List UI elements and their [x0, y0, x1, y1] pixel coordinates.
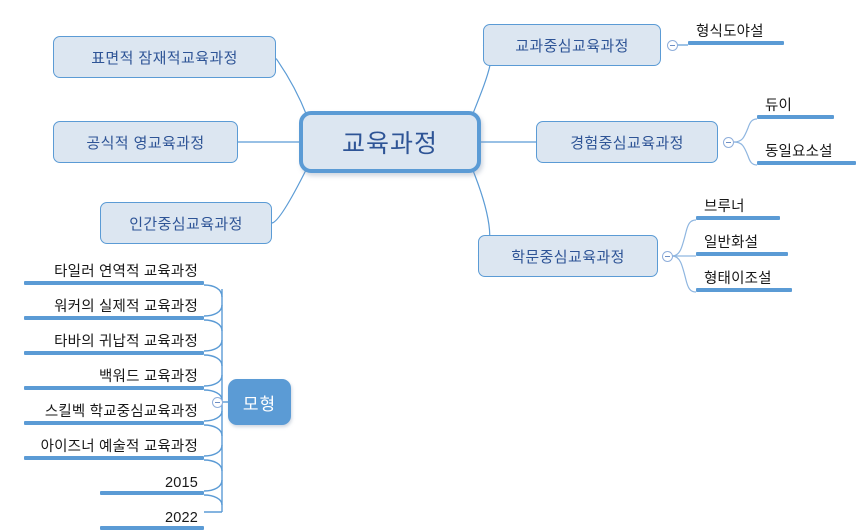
list-item-tyler[interactable]: 타일러 연역적 교육과정 [24, 257, 204, 285]
branch-node-surface-latent[interactable]: 표면적 잠재적교육과정 [53, 36, 276, 78]
leaf-label: 2015 [164, 475, 198, 491]
branch-node-official-null[interactable]: 공식적 영교육과정 [53, 121, 238, 163]
leaf-underline [757, 115, 834, 119]
collapse-toggle-icon-subject-centered[interactable] [667, 40, 678, 51]
leaf-node-formal-discipline[interactable]: 형식도야설 [688, 17, 784, 45]
leaf-label: 백워드 교육과정 [98, 369, 198, 385]
leaf-underline [24, 421, 204, 425]
branch-node-humanistic[interactable]: 인간중심교육과정 [100, 202, 272, 244]
leaf-underline [757, 161, 856, 165]
list-item-eisner[interactable]: 아이즈너 예술적 교육과정 [24, 432, 204, 460]
collapse-toggle-icon-discipline-centered[interactable] [662, 251, 673, 262]
leaf-label: 일반화설 [704, 235, 759, 251]
leaf-underline [696, 288, 792, 292]
leaf-underline [696, 216, 780, 220]
branch-label: 인간중심교육과정 [129, 215, 243, 233]
leaf-underline [24, 456, 204, 460]
leaf-underline [24, 351, 204, 355]
leaf-underline [696, 252, 788, 256]
leaf-node-dewey[interactable]: 듀이 [757, 91, 834, 119]
leaf-underline [24, 386, 204, 390]
branch-label: 공식적 영교육과정 [86, 134, 205, 152]
leaf-label: 워커의 실제적 교육과정 [54, 299, 198, 315]
group-node-label: 모형 [242, 394, 277, 414]
list-item-2022[interactable]: 2022 [100, 502, 204, 530]
leaf-label: 듀이 [765, 98, 793, 114]
branch-label: 경험중심교육과정 [570, 134, 684, 152]
branch-label: 학문중심교육과정 [511, 248, 625, 266]
leaf-label: 형식도야설 [696, 24, 764, 40]
collapse-toggle-icon-model[interactable] [212, 397, 223, 408]
leaf-underline [24, 281, 204, 285]
branch-node-subject-centered[interactable]: 교과중심교육과정 [483, 24, 661, 66]
leaf-node-bruner[interactable]: 브루너 [696, 192, 780, 220]
leaf-label: 아이즈너 예술적 교육과정 [40, 439, 198, 455]
branch-label: 교과중심교육과정 [515, 37, 629, 55]
leaf-underline [688, 41, 784, 45]
list-item-backward[interactable]: 백워드 교육과정 [24, 362, 204, 390]
list-item-skilbeck[interactable]: 스킬벡 학교중심교육과정 [24, 397, 204, 425]
leaf-label: 타일러 연역적 교육과정 [54, 264, 198, 280]
branch-node-experience-centered[interactable]: 경험중심교육과정 [536, 121, 718, 163]
leaf-node-generalization-theory[interactable]: 일반화설 [696, 228, 788, 256]
leaf-underline [100, 491, 204, 495]
leaf-label: 동일요소설 [765, 144, 833, 160]
list-item-2015[interactable]: 2015 [100, 467, 204, 495]
branch-label: 표면적 잠재적교육과정 [91, 49, 238, 67]
group-node-model[interactable]: 모형 [228, 379, 291, 425]
leaf-label: 브루너 [704, 199, 745, 215]
list-item-walker[interactable]: 워커의 실제적 교육과정 [24, 292, 204, 320]
center-node-label: 교육과정 [341, 130, 438, 158]
leaf-label: 스킬벡 학교중심교육과정 [44, 404, 198, 420]
leaf-node-identical-elements[interactable]: 동일요소설 [757, 137, 856, 165]
collapse-toggle-icon-experience-centered[interactable] [723, 137, 734, 148]
list-item-taba[interactable]: 타바의 귀납적 교육과정 [24, 327, 204, 355]
leaf-underline [24, 316, 204, 320]
leaf-label: 형태이조설 [704, 271, 772, 287]
leaf-label: 2022 [164, 510, 198, 526]
leaf-label: 타바의 귀납적 교육과정 [54, 334, 198, 350]
leaf-node-transposition-theory[interactable]: 형태이조설 [696, 264, 792, 292]
branch-node-discipline-centered[interactable]: 학문중심교육과정 [478, 235, 658, 277]
center-node[interactable]: 교육과정 [299, 111, 481, 173]
leaf-underline [100, 526, 204, 530]
